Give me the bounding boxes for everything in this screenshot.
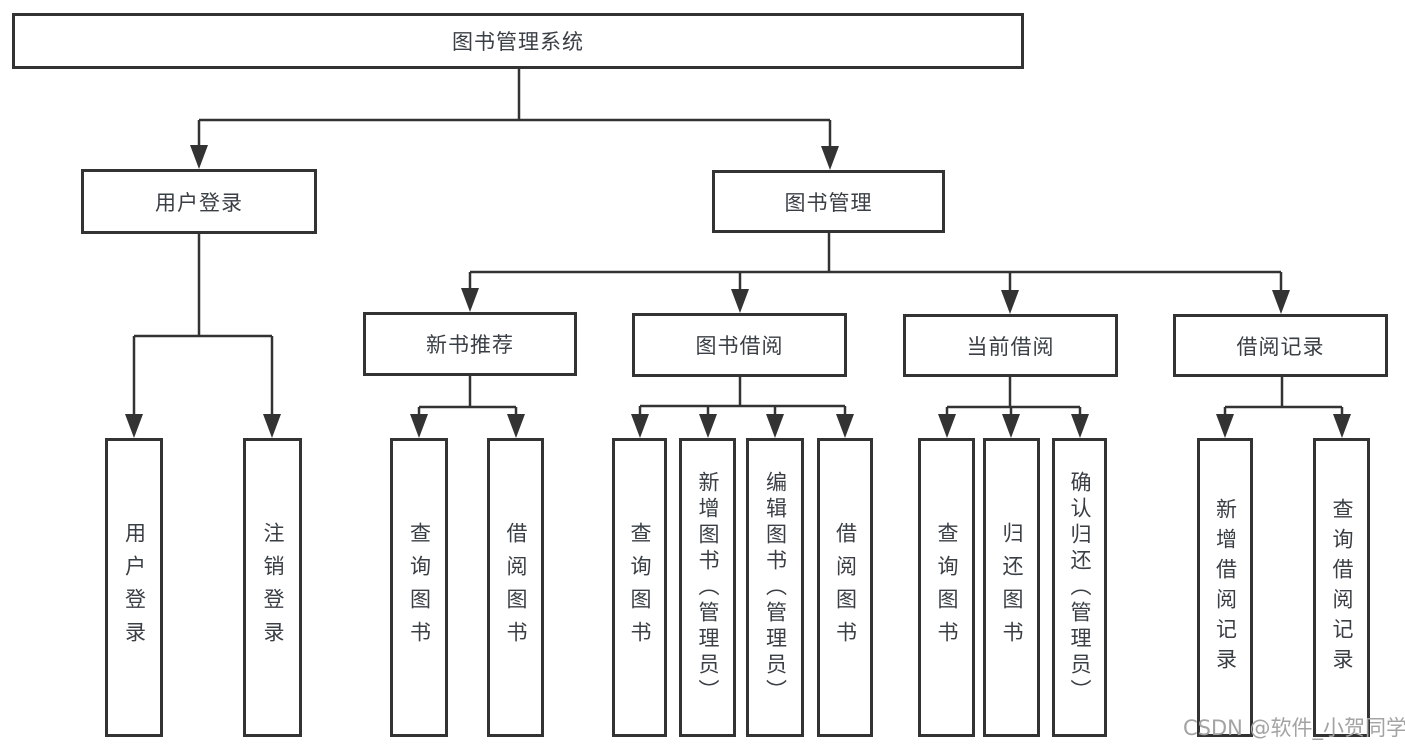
connector-new-book-rec xyxy=(417,376,518,417)
node-leaf-bb-add-books-admin: 新增图书（管理员） xyxy=(679,438,736,737)
node-leaf-cb-return-books: 归还图书 xyxy=(983,438,1040,737)
connector-current-borrow xyxy=(945,377,1082,417)
node-new-book-rec-label: 新书推荐 xyxy=(426,333,514,357)
node-book-borrow-label: 图书借阅 xyxy=(695,334,784,358)
node-leaf-cb-confirm-return-admin-label: 确认归还（管理员） xyxy=(1068,470,1092,705)
node-leaf-user-login-label: 用户登录 xyxy=(122,521,147,654)
node-leaf-nb-query-books: 查询图书 xyxy=(390,438,448,737)
node-borrow-records: 借阅记录 xyxy=(1173,314,1388,377)
node-leaf-cb-confirm-return-admin: 确认归还（管理员） xyxy=(1052,438,1107,737)
node-leaf-nb-borrow-books-label: 借阅图书 xyxy=(504,521,528,654)
node-leaf-cb-query-books: 查询图书 xyxy=(918,438,975,737)
node-leaf-user-login: 用户登录 xyxy=(105,438,163,737)
node-book-mgmt-label: 图书管理 xyxy=(784,190,873,215)
node-borrow-records-label: 借阅记录 xyxy=(1236,334,1325,359)
node-leaf-nb-query-books-label: 查询图书 xyxy=(407,521,432,654)
node-leaf-logout: 注销登录 xyxy=(243,438,302,737)
node-root: 图书管理系统 xyxy=(12,13,1024,69)
connector-user-login xyxy=(132,234,274,416)
node-leaf-br-query-record-label: 查询借阅记录 xyxy=(1330,497,1354,678)
node-leaf-bb-add-books-admin-label: 新增图书（管理员） xyxy=(696,470,720,705)
node-leaf-cb-query-books-label: 查询图书 xyxy=(935,521,959,654)
connector-root xyxy=(197,69,832,148)
csdn-watermark: CSDN @软件_小贺同学 xyxy=(1183,716,1405,740)
node-leaf-bb-borrow-books-label: 借阅图书 xyxy=(833,521,858,654)
node-book-mgmt: 图书管理 xyxy=(712,170,945,233)
connector-borrow-records xyxy=(1223,377,1344,417)
node-leaf-br-add-record: 新增借阅记录 xyxy=(1197,438,1253,737)
node-leaf-bb-edit-books-admin-label: 编辑图书（管理员） xyxy=(763,470,788,705)
node-leaf-bb-query-books: 查询图书 xyxy=(612,438,667,737)
node-book-borrow: 图书借阅 xyxy=(632,313,847,377)
arrowheads xyxy=(125,145,1351,438)
node-leaf-bb-query-books-label: 查询图书 xyxy=(628,521,652,654)
node-user-login-label: 用户登录 xyxy=(155,190,243,215)
node-leaf-nb-borrow-books: 借阅图书 xyxy=(487,438,544,737)
node-leaf-bb-borrow-books: 借阅图书 xyxy=(817,438,873,737)
node-new-book-rec: 新书推荐 xyxy=(363,312,577,376)
node-leaf-bb-edit-books-admin: 编辑图书（管理员） xyxy=(746,438,804,737)
node-current-borrow-label: 当前借阅 xyxy=(966,334,1055,359)
node-leaf-logout-label: 注销登录 xyxy=(261,521,285,654)
connector-book-borrow xyxy=(638,377,847,417)
connector-book-mgmt xyxy=(468,233,1283,292)
node-leaf-br-query-record: 查询借阅记录 xyxy=(1313,438,1370,737)
node-leaf-cb-return-books-label: 归还图书 xyxy=(1000,521,1024,654)
node-user-login: 用户登录 xyxy=(81,169,317,234)
node-root-label: 图书管理系统 xyxy=(452,30,584,54)
node-leaf-br-add-record-label: 新增借阅记录 xyxy=(1213,497,1238,678)
node-current-borrow: 当前借阅 xyxy=(903,314,1118,377)
